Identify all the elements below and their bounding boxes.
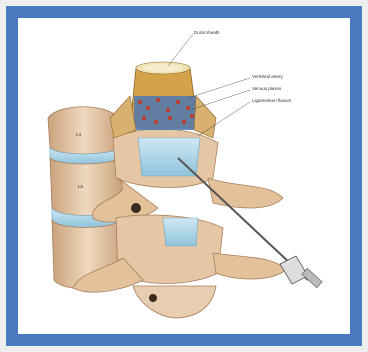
illustration-panel: Dural sheath Vertebral artery Venous ple… xyxy=(18,18,350,334)
label-dural-sheath: Dural sheath xyxy=(194,30,220,35)
label-vertebral-artery: Vertebral artery xyxy=(252,74,284,79)
dural-column xyxy=(110,62,216,138)
label-l4: L4 xyxy=(76,132,82,137)
label-l5: L5 xyxy=(78,184,84,189)
label-venous-plexus: Venous plexus xyxy=(252,86,282,91)
spine-illustration: Dural sheath Vertebral artery Venous ple… xyxy=(18,18,350,334)
label-ligamentum-flavum: Ligamentum flavum xyxy=(252,98,292,103)
